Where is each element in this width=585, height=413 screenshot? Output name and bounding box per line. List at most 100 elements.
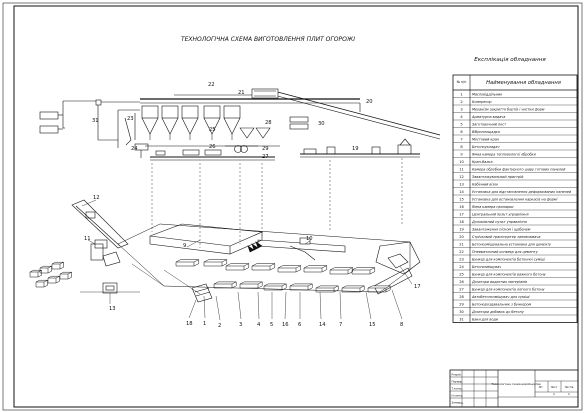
legend-row-name: Арматурна видача <box>471 115 505 119</box>
title-block-row-label: Затверд. <box>452 401 464 405</box>
legend-row-number: 19 <box>459 228 464 232</box>
callout-21: 21 <box>238 90 245 96</box>
callout-29: 29 <box>262 146 269 152</box>
legend-row-number: 11 <box>459 168 464 172</box>
callout-15: 15 <box>369 322 376 328</box>
form-unit <box>251 263 276 271</box>
legend-row-name: Ямна камера тепловологої обробки <box>471 152 537 156</box>
callout-10: 10 <box>306 236 313 242</box>
legend-row-name: Завантаження піском і щебенем <box>472 227 531 231</box>
hopper <box>181 105 199 140</box>
legend-row-number: 24 <box>459 265 464 269</box>
panel-stack <box>59 271 72 280</box>
title-block-row-label: Т.контр. <box>452 387 463 391</box>
hopper <box>255 127 271 139</box>
panel-stack <box>47 275 60 284</box>
legend-row-number: 13 <box>459 183 464 187</box>
legend-row-name: Дозатори видатних матеріалів <box>471 280 527 284</box>
hopper <box>141 105 159 140</box>
legend-row-number: 7 <box>460 138 462 142</box>
callout-5: 5 <box>270 322 273 328</box>
callout-25: 25 <box>209 127 216 133</box>
legend-row: 16 Ямна камера пропарки <box>459 205 514 209</box>
legend-row-number: 27 <box>459 288 464 292</box>
legend-row-number: 4 <box>460 115 463 119</box>
legend-row-number: 8 <box>460 145 463 149</box>
callout-2: 2 <box>218 323 221 329</box>
legend-row-name: Стрічковий транспортер заповнювача <box>472 235 540 239</box>
legend-row-name: Механізм закриття бортів і чистки форм <box>472 107 545 111</box>
legend-row-name: Установка для встановлення каркасів на ф… <box>472 197 557 201</box>
legend-row-name: Допоміжний пульт управління <box>471 220 527 224</box>
legend-row-number: 14 <box>459 190 464 194</box>
sheet-label: Лист <box>551 385 558 389</box>
legend-row-name: Бункер для компонентів бетонної суміші <box>472 257 545 261</box>
legend-row-number: 1 <box>460 93 462 97</box>
legend-row-number: 17 <box>459 213 464 217</box>
legend-row-number: 18 <box>459 220 464 224</box>
legend-row-number: 16 <box>459 205 464 209</box>
legend-row-number: 9 <box>460 153 463 157</box>
panel-stack <box>29 269 42 278</box>
legend-row-name: Мостовий кран <box>472 137 500 141</box>
callout-31: 31 <box>92 118 99 124</box>
form-unit <box>329 267 354 275</box>
legend-row-name: Компресор <box>472 100 492 104</box>
title-block-row-label: Розроб. <box>452 373 462 377</box>
form-unit <box>203 259 228 267</box>
callout-7: 7 <box>339 322 342 328</box>
legend-row-name: Віброплощадка <box>472 130 500 134</box>
callout-19: 19 <box>352 146 359 152</box>
form-unit <box>303 265 328 273</box>
form-unit <box>315 285 339 293</box>
form-unit <box>277 265 302 273</box>
form-unit <box>213 281 237 289</box>
legend-row-name: Камера обробки фактурного шару готових п… <box>472 167 566 171</box>
callout-22: 22 <box>208 82 215 88</box>
title-block-row-label: Перевір. <box>452 380 464 384</box>
legend-row-number: 2 <box>460 100 462 104</box>
legend-row-name: Ямна камера пропарки <box>471 205 514 209</box>
sheet-number: 1 <box>553 392 555 396</box>
form-unit <box>341 285 365 293</box>
legend-row: 7 Мостовий кран <box>460 137 499 141</box>
callout-14: 14 <box>319 322 326 328</box>
legend-title: Експлікація обладнання <box>474 57 546 63</box>
sheets-label: Листів <box>565 385 574 389</box>
hopper <box>161 105 179 140</box>
form-unit <box>239 281 263 289</box>
legend-row-name: Бетонозмішувач <box>472 265 501 269</box>
callout-1: 1 <box>203 321 206 327</box>
legend-row: 14 Установка для відстановлення деформова… <box>459 190 572 194</box>
callouts: 22 21 20 31 23 25 28 30 24 26 29 27 19 1… <box>84 82 421 329</box>
legend-row-name: Установка для відстановлення деформовани… <box>472 190 572 194</box>
callout-3: 3 <box>239 322 242 328</box>
callout-8: 8 <box>400 322 403 328</box>
legend-row-name: Центральний пульт управління <box>472 212 528 216</box>
legend-row-name: Бетонозмішувальна установка для цементу <box>472 242 552 246</box>
callout-12: 12 <box>93 195 100 201</box>
callout-9: 9 <box>183 243 186 249</box>
legend-col-name: Найменування обладнання <box>486 80 561 86</box>
left-module <box>29 199 140 294</box>
panel-stack <box>35 279 48 288</box>
legend-row-number: 10 <box>459 160 464 164</box>
callout-17: 17 <box>414 284 421 290</box>
legend-row-name: Баки для води <box>472 317 499 321</box>
legend-row-number: 12 <box>459 175 464 179</box>
legend-row-number: 30 <box>459 310 464 314</box>
panel-stack <box>39 265 52 274</box>
